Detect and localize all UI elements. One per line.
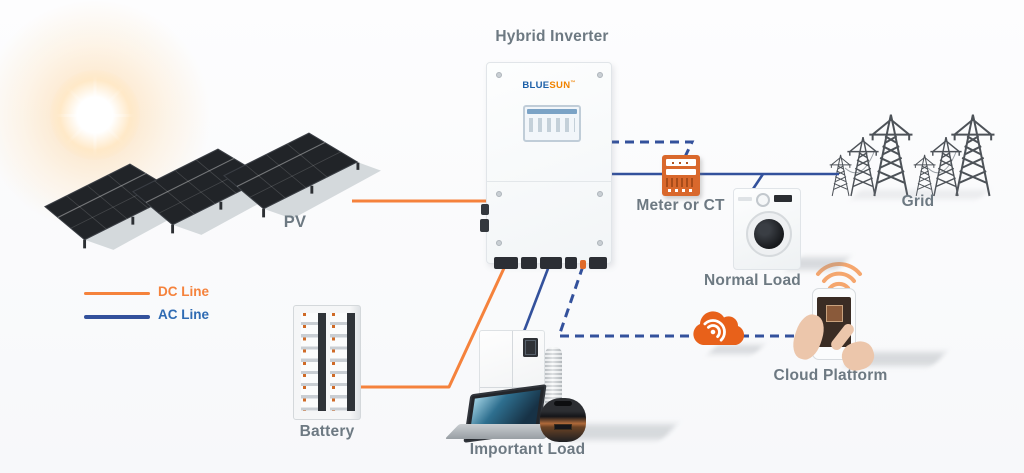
screw-icon — [496, 72, 502, 78]
hybrid-inverter-device: BLUESUN™ — [480, 62, 612, 269]
battery-modules-column — [330, 313, 355, 411]
bluesun-logo: BLUESUN™ — [487, 80, 611, 91]
side-port-icon — [480, 219, 489, 232]
normal-load-label: Normal Load — [704, 272, 801, 289]
grid-label: Grid — [901, 193, 935, 210]
logo-orange-text: SUN — [549, 80, 571, 92]
screw-icon — [597, 240, 603, 246]
cloud-platform-label: Cloud Platform — [773, 367, 888, 384]
port-icon — [494, 257, 518, 269]
meter-ct-device — [662, 155, 700, 196]
fridge-door-line — [512, 331, 513, 432]
washer-tray — [738, 197, 752, 201]
screen-icons-row — [529, 118, 575, 132]
screw-icon — [496, 240, 502, 246]
side-port-icon — [481, 204, 489, 215]
screen-header-bar — [527, 109, 577, 114]
port-icon — [540, 257, 562, 269]
legend-dc-label: DC Line — [158, 284, 210, 299]
legend-ac-line-swatch — [84, 315, 150, 319]
grid-towers-icon — [829, 113, 996, 197]
battery-modules-column — [301, 313, 326, 411]
port-icon — [521, 257, 537, 269]
washer-drum — [754, 219, 784, 249]
logo-blue-text: BLUE — [522, 80, 550, 92]
cooker-display — [554, 424, 572, 430]
meter-display-slot — [666, 169, 696, 175]
port-icon-orange — [580, 260, 586, 269]
pv-array-icon — [43, 131, 383, 252]
screw-icon — [597, 72, 603, 78]
important-load-label: Important Load — [469, 441, 586, 458]
washing-machine-icon — [733, 188, 801, 270]
meter-dots — [672, 161, 690, 164]
meter-label: Meter or CT — [636, 197, 725, 214]
pv-label: PV — [283, 213, 307, 231]
battery-label: Battery — [299, 423, 355, 440]
hybrid-inverter-label: Hybrid Inverter — [495, 28, 609, 45]
cloud-icon — [688, 301, 752, 353]
inverter-seam — [487, 181, 611, 182]
battery-rack — [293, 305, 361, 420]
washer-knob — [756, 193, 770, 207]
dc-line-inverter-to-battery — [361, 265, 507, 389]
washer-panel — [774, 195, 792, 202]
dashed-line-inverter-to-meter — [610, 140, 695, 160]
ac-line-inverter-to-important-load — [521, 265, 551, 335]
port-icon — [589, 257, 607, 269]
inverter-display-screen — [523, 105, 581, 142]
screw-icon — [496, 191, 502, 197]
washer-door — [746, 211, 792, 257]
ac-line-to-normal-load — [751, 173, 765, 190]
fridge-door-line — [480, 386, 544, 388]
meter-terminals — [668, 189, 694, 192]
inverter-bottom-ports — [494, 257, 607, 269]
logo-tm-text: ™ — [570, 80, 576, 86]
fridge-control-panel — [523, 338, 538, 357]
screw-icon — [597, 191, 603, 197]
port-icon — [565, 257, 577, 269]
rice-cooker-icon — [540, 398, 586, 442]
legend-dc-line-swatch — [84, 292, 150, 295]
meter-ribs — [666, 178, 696, 187]
phone-screen-content — [826, 305, 843, 322]
cooker-lid-handle — [554, 401, 572, 406]
legend-ac-label: AC Line — [158, 307, 210, 322]
